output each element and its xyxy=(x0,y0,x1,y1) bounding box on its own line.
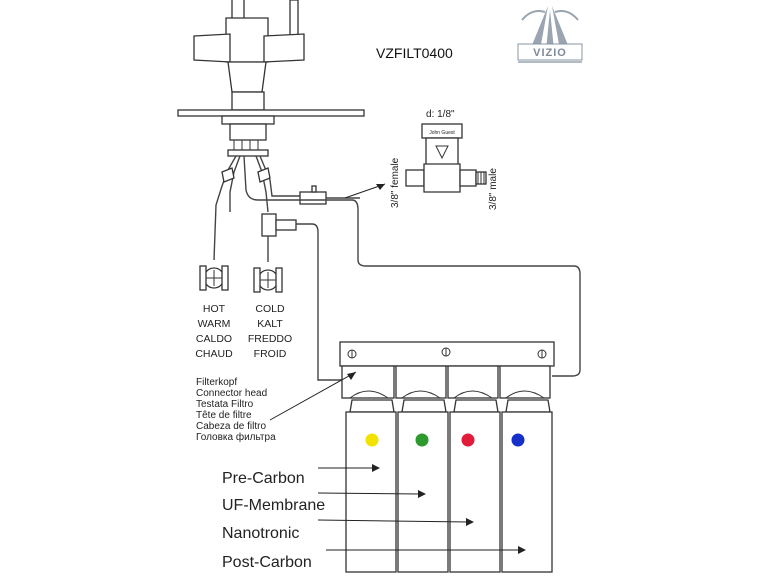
vizio-logo: VIZIO xyxy=(517,6,583,63)
valve-diameter-label: d: 1/8" xyxy=(426,109,455,120)
head-label-it: Testata Filtro xyxy=(196,399,254,410)
stage-label-post-carbon: Post-Carbon xyxy=(222,554,312,571)
cartridge-1 xyxy=(345,399,397,573)
head-label-de: Filterkopf xyxy=(196,377,237,388)
hot-label: HOT xyxy=(203,303,226,315)
cartridge-4 xyxy=(501,399,553,573)
hot-tap-labels: HOT WARM CALDO CHAUD xyxy=(195,303,233,360)
cartridge-4-dot xyxy=(511,433,525,447)
head-label-en: Connector head xyxy=(196,388,267,399)
cold-angle-valve xyxy=(253,267,283,293)
stage-label-nanotronic: Nanotronic xyxy=(222,525,299,542)
check-valve-detail: d: 1/8" John Guest 3/8" female 3/8" male xyxy=(390,109,499,210)
faucet xyxy=(177,0,365,157)
freddo-label: FREDDO xyxy=(248,333,292,345)
stage-uf-membrane: UF-Membrane xyxy=(222,490,426,514)
stage-nanotronic: Nanotronic xyxy=(222,518,474,542)
warm-label: WARM xyxy=(198,318,231,330)
cold-label: COLD xyxy=(255,303,285,315)
logo-text: VIZIO xyxy=(533,47,567,59)
stage-pre-carbon: Pre-Carbon xyxy=(222,464,380,487)
cartridge-2 xyxy=(397,399,449,573)
faucet-hoses xyxy=(213,155,386,261)
stage-label-pre-carbon: Pre-Carbon xyxy=(222,470,305,487)
cartridge-3-dot xyxy=(461,433,475,447)
head-label-fr: Tête de filtre xyxy=(196,410,252,421)
froid-label: FROID xyxy=(254,348,287,360)
cartridge-1-dot xyxy=(365,433,379,447)
kalt-label: KALT xyxy=(257,318,283,330)
caldo-label: CALDO xyxy=(196,333,232,345)
valve-male-label: 3/8" male xyxy=(488,168,499,210)
cold-tap-labels: COLD KALT FREDDO FROID xyxy=(248,303,292,360)
valve-female-label: 3/8" female xyxy=(390,157,401,208)
hot-angle-valve xyxy=(199,265,229,291)
connector-head-labels: Filterkopf Connector head Testata Filtro… xyxy=(196,371,357,443)
valve-brand: John Guest xyxy=(429,130,455,136)
cartridge-2-dot xyxy=(415,433,429,447)
model-number: VZFILT0400 xyxy=(376,45,453,61)
stage-post-carbon: Post-Carbon xyxy=(222,546,526,571)
filter-head xyxy=(339,341,555,399)
tee-connector xyxy=(261,199,581,381)
head-label-ru: Головка фильтра xyxy=(196,431,276,443)
chaud-label: CHAUD xyxy=(195,348,233,360)
head-label-es: Cabeza de filtro xyxy=(196,421,266,432)
stage-label-uf-membrane: UF-Membrane xyxy=(222,497,325,514)
cartridge-3 xyxy=(449,399,501,573)
